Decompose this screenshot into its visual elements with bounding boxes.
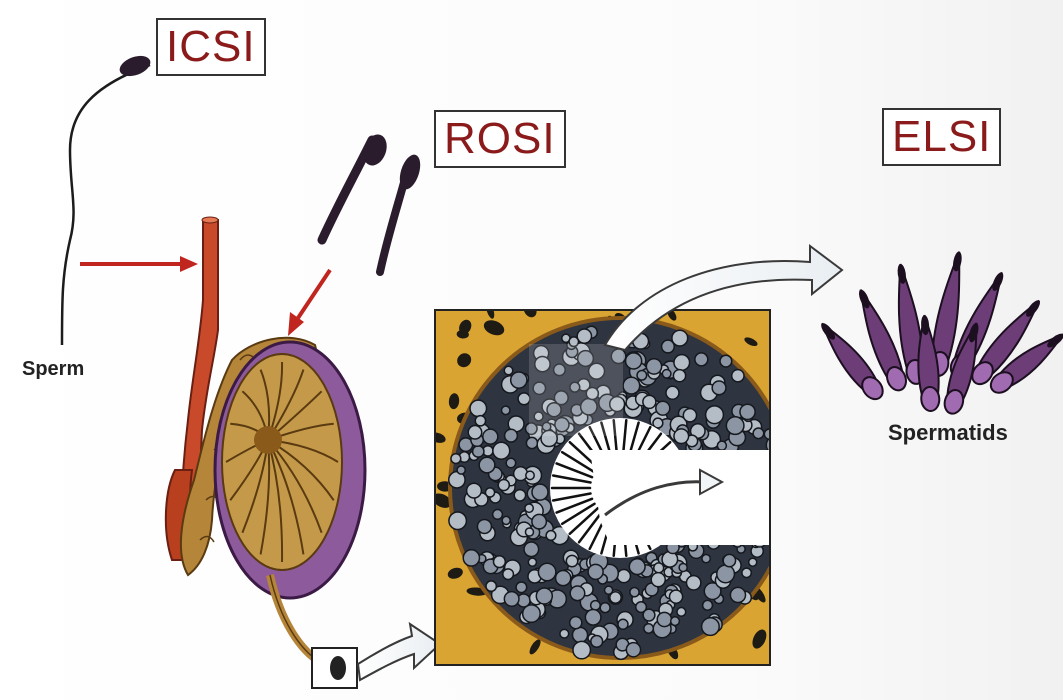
spermatids-caption: Spermatids xyxy=(888,420,1008,446)
testis-icon xyxy=(215,342,365,598)
red-arrow-icsi-icon xyxy=(80,256,198,272)
rosi-label: ROSI xyxy=(434,110,566,168)
icsi-label: ICSI xyxy=(156,18,266,76)
sperm-caption: Sperm xyxy=(22,358,84,381)
rosi-spermatid-pair-icon xyxy=(322,131,424,272)
white-arrow-to-histology-icon xyxy=(358,624,440,680)
red-arrow-rosi-icon xyxy=(288,270,330,336)
spermatid-cluster-icon xyxy=(814,250,1063,416)
seminiferous-tubule-histology xyxy=(428,300,792,665)
elsi-label: ELSI xyxy=(882,108,1001,166)
icsi-sperm-icon xyxy=(62,52,153,345)
